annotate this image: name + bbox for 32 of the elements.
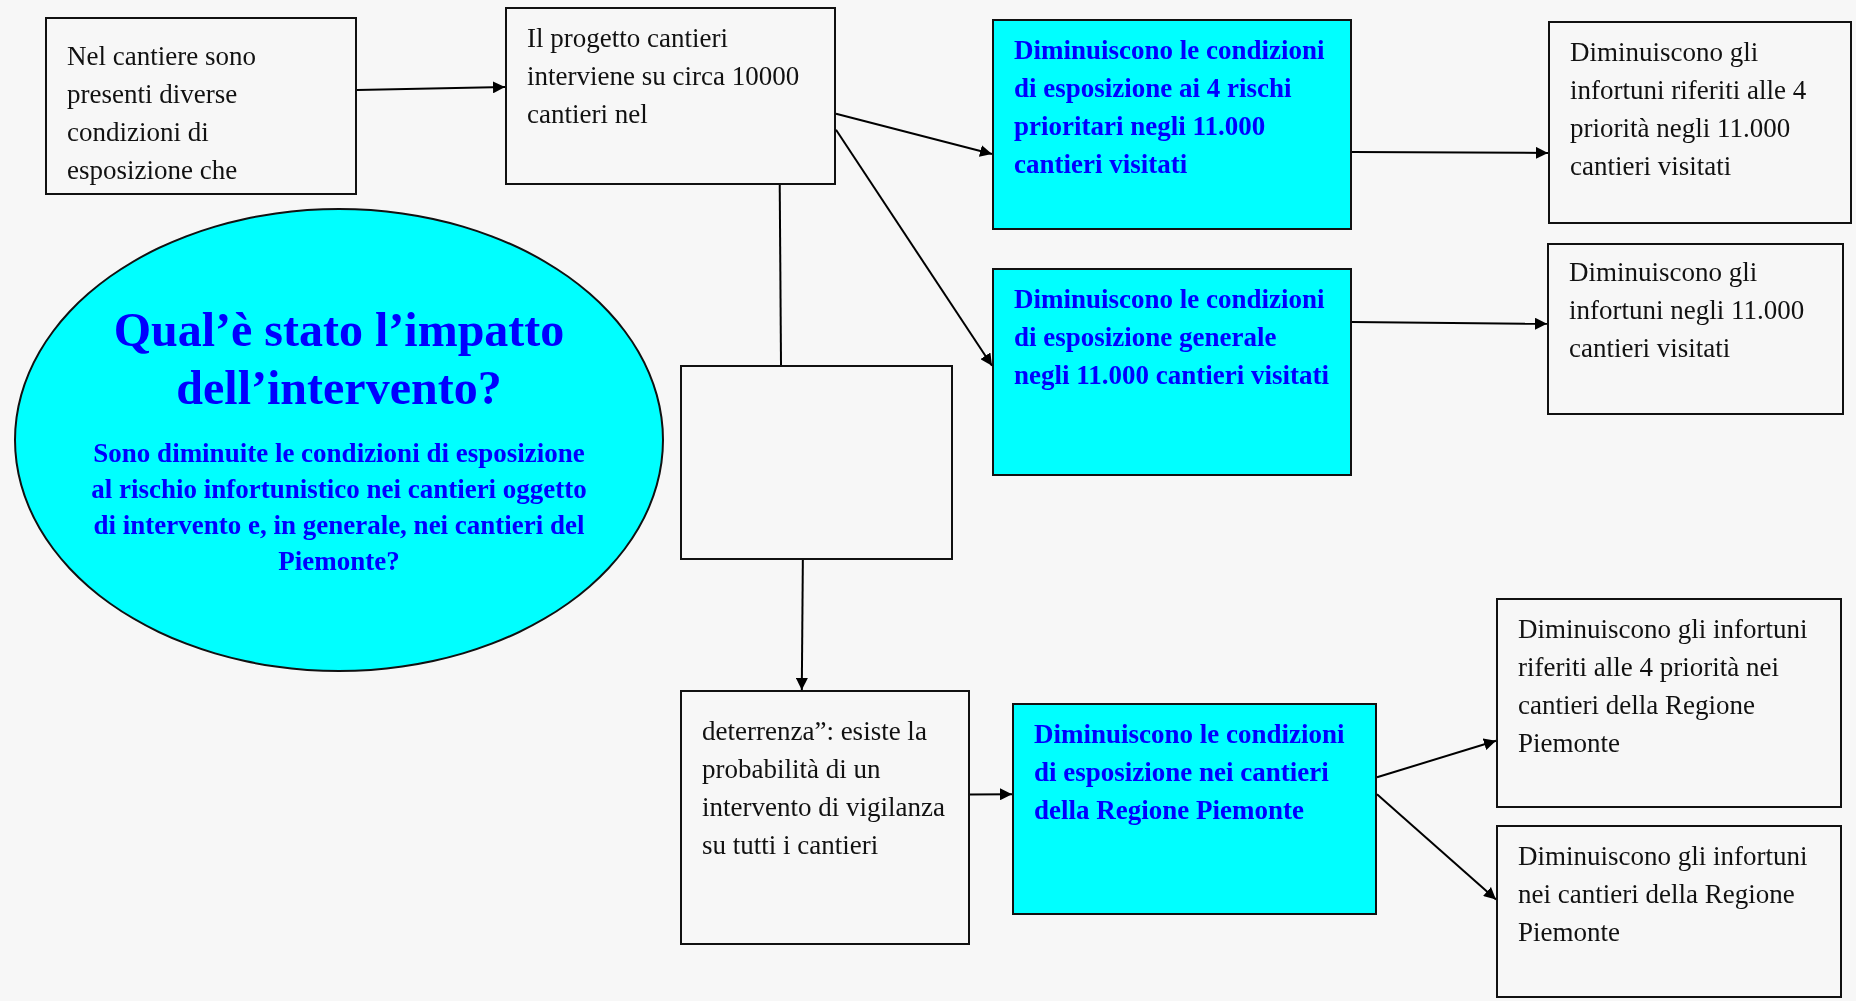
arrow: [795, 559, 808, 691]
box-text: Nel cantiere sono presenti diverse condizioni di esposizione che: [67, 40, 257, 187]
arrow: [1351, 146, 1549, 159]
highlight-box: [992, 268, 1352, 476]
process-box: [1547, 243, 1844, 415]
box-text: Diminuiscono gli infortuni negli 11.000 cantieri visitati: [1569, 256, 1806, 365]
box-text: Diminuiscono le condizioni di esposizione generale negli 11.000 cantieri visitati: [1014, 283, 1330, 392]
process-box: [1548, 21, 1852, 224]
arrow: [835, 112, 993, 157]
process-box: [680, 690, 970, 945]
process-box: [45, 17, 357, 195]
box-text: Diminuiscono le condizioni di esposizione ai 4 rischi prioritari negli 11.000 cantieri visitati: [1014, 34, 1326, 181]
question-title: Qual’è stato l’impatto dell’intervento?: [112, 302, 566, 416]
arrow: [1376, 738, 1497, 779]
highlight-box: [992, 19, 1352, 230]
process-box: [1496, 598, 1842, 808]
arrow: [969, 788, 1013, 801]
box-text: Il progetto cantieri interviene su circa 10000 cantieri nel: [527, 22, 801, 131]
box-text: Diminuiscono gli infortuni riferiti alle 4 priorità negli 11.000 cantieri visitati: [1570, 36, 1808, 183]
box-text: Diminuiscono gli infortuni nei cantieri della Regione Piemonte: [1518, 840, 1809, 949]
question-text: Sono diminuite le condizioni di esposizione al rischio infortunistico nei cantieri oggetto di intervento e, in generale, nei cantieri del Piemonte?: [90, 437, 588, 578]
box-text: Diminuiscono le condizioni di esposizione nei cantieri della Regione Piemonte: [1034, 718, 1346, 827]
highlight-box: [1012, 703, 1377, 915]
empty-box: [680, 365, 953, 560]
process-box: [505, 7, 836, 185]
arrow: [1351, 317, 1548, 330]
process-box: [1496, 825, 1842, 998]
box-text: Diminuiscono gli infortuni riferiti alle 4 priorità nei cantieri della Regione Piemonte: [1518, 613, 1809, 760]
arrow: [1376, 793, 1497, 901]
box-text: deterrenza”: esiste la probabilità di un intervento di vigilanza su tutti i cantieri: [702, 715, 946, 862]
arrow: [835, 128, 993, 367]
arrow: [356, 81, 506, 94]
